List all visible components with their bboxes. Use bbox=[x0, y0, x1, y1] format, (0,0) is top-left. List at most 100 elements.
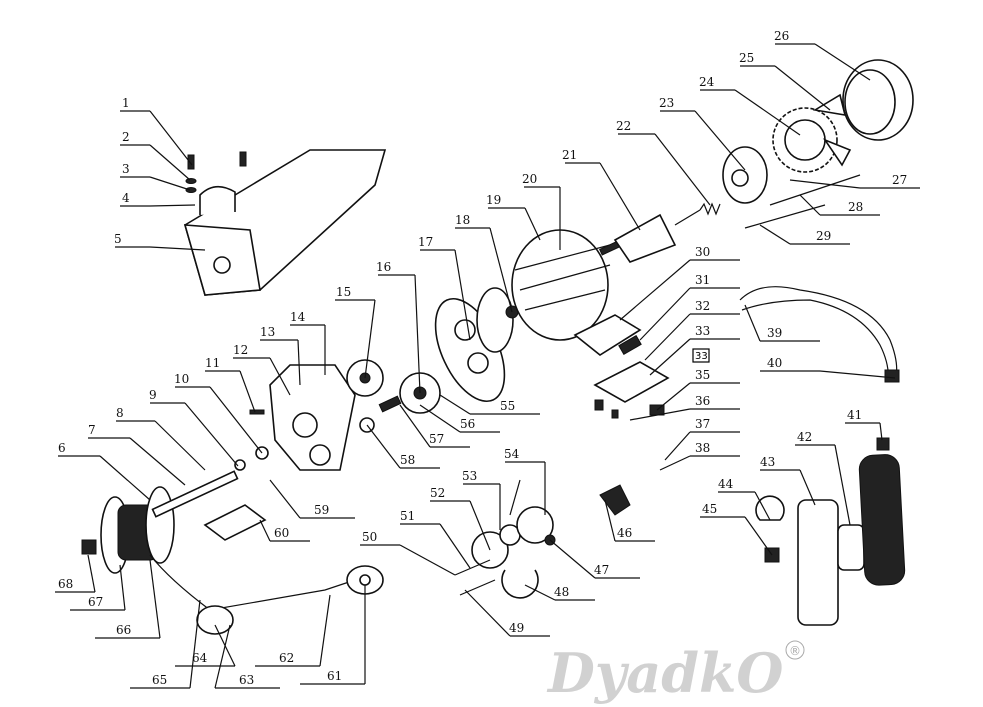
part-number-label: 62 bbox=[279, 651, 294, 665]
part-number-label: 26 bbox=[774, 29, 789, 43]
leader-line bbox=[214, 624, 231, 689]
cable-drum bbox=[81, 470, 384, 635]
part-number-label: 4 bbox=[122, 191, 130, 205]
leader-line bbox=[189, 599, 201, 689]
part-number-label: 51 bbox=[400, 509, 415, 523]
leader-line bbox=[154, 420, 206, 471]
motor bbox=[511, 229, 670, 419]
leader-line bbox=[87, 554, 96, 593]
part-number-label: 38 bbox=[695, 441, 710, 455]
leader-line bbox=[744, 304, 761, 342]
leader-line bbox=[454, 249, 471, 341]
leader-line bbox=[119, 564, 126, 611]
leader-line bbox=[269, 479, 301, 519]
watermark-text: DyadkO bbox=[546, 641, 783, 705]
part-number-label: 27 bbox=[892, 173, 907, 187]
leader-line bbox=[599, 162, 641, 231]
leader-line bbox=[659, 455, 691, 471]
leader-line bbox=[619, 259, 691, 321]
part-number-label: 57 bbox=[429, 432, 444, 446]
leader-line bbox=[149, 246, 206, 251]
leader-line bbox=[734, 89, 801, 136]
part-number-label: 25 bbox=[739, 51, 754, 65]
leader-line bbox=[366, 424, 401, 469]
leader-line bbox=[489, 227, 513, 313]
part-number-label: 64 bbox=[192, 651, 208, 665]
leader-line bbox=[297, 339, 301, 386]
part-number-label: 68 bbox=[58, 577, 73, 591]
part-number-label: 10 bbox=[174, 372, 189, 386]
leader-line bbox=[799, 469, 816, 506]
part-number-label: 23 bbox=[659, 96, 674, 110]
watermark: DyadkO ® bbox=[546, 640, 805, 705]
part-number-label: 33 bbox=[695, 324, 710, 338]
leader-line bbox=[99, 455, 151, 501]
part-number-label: 11 bbox=[205, 356, 220, 370]
part-number-label: 67 bbox=[88, 595, 103, 609]
part-number-label: 49 bbox=[509, 621, 524, 635]
leader-line bbox=[664, 431, 691, 461]
leader-line bbox=[819, 370, 896, 379]
part-number-label: 41 bbox=[847, 408, 862, 422]
leader-line bbox=[399, 544, 456, 576]
part-number-label: 52 bbox=[430, 486, 445, 500]
part-number-label: 48 bbox=[554, 585, 569, 599]
leader-line bbox=[149, 204, 196, 207]
part-number-label: 47 bbox=[594, 563, 609, 577]
part-number-label: 45 bbox=[702, 502, 717, 516]
leader-line bbox=[629, 408, 691, 421]
gears bbox=[346, 359, 441, 433]
part-number-label: 29 bbox=[816, 229, 831, 243]
leader-line bbox=[319, 594, 331, 667]
leader-line bbox=[799, 194, 821, 216]
boxed-label-text: 33 bbox=[695, 351, 708, 362]
part-number-label: 32 bbox=[695, 299, 710, 313]
leader-line bbox=[644, 313, 691, 361]
part-number-label: 24 bbox=[699, 75, 715, 89]
leader-line bbox=[214, 624, 236, 667]
part-number-label: 17 bbox=[418, 235, 433, 249]
part-number-label: 54 bbox=[504, 447, 520, 461]
part-number-label: 55 bbox=[500, 399, 515, 413]
leader-line bbox=[649, 338, 691, 376]
leader-line bbox=[149, 176, 191, 191]
part-number-label: 63 bbox=[239, 673, 254, 687]
part-number-label: 53 bbox=[462, 469, 477, 483]
leader-line bbox=[364, 299, 376, 379]
armature bbox=[613, 59, 914, 263]
part-number-label: 28 bbox=[848, 200, 863, 214]
leader-line bbox=[439, 523, 471, 569]
leader-line bbox=[694, 110, 746, 171]
leader-line bbox=[524, 584, 556, 601]
leader-line bbox=[639, 287, 691, 341]
part-number-label: 43 bbox=[760, 455, 775, 469]
leader-line bbox=[814, 43, 871, 81]
part-number-label: 22 bbox=[616, 119, 631, 133]
leader-line bbox=[149, 144, 191, 181]
part-number-label: 7 bbox=[88, 423, 96, 437]
part-number-label: 61 bbox=[327, 669, 342, 683]
part-number-label: 44 bbox=[718, 477, 734, 491]
part-number-label: 5 bbox=[114, 232, 122, 246]
leader-line bbox=[184, 402, 239, 467]
handle-remote bbox=[599, 437, 906, 626]
boxed-label: 33 bbox=[692, 348, 710, 363]
part-number-label: 20 bbox=[522, 172, 537, 186]
registered-mark: ® bbox=[789, 644, 801, 658]
part-labels: 1234567891011121314151617181920212223242… bbox=[55, 29, 920, 689]
mounting-bracket bbox=[183, 149, 387, 296]
part-number-label: 12 bbox=[233, 343, 248, 357]
wiring-leads bbox=[739, 286, 900, 383]
gearbox-housing bbox=[234, 364, 356, 471]
leader-line bbox=[239, 370, 256, 413]
part-number-label: 3 bbox=[122, 162, 130, 176]
part-number-label: 30 bbox=[695, 245, 710, 259]
part-number-label: 60 bbox=[274, 526, 289, 540]
part-number-label: 36 bbox=[695, 394, 710, 408]
part-number-label: 6 bbox=[58, 441, 66, 455]
part-number-label: 58 bbox=[400, 453, 415, 467]
leader-line bbox=[129, 437, 186, 486]
part-number-label: 15 bbox=[336, 285, 351, 299]
